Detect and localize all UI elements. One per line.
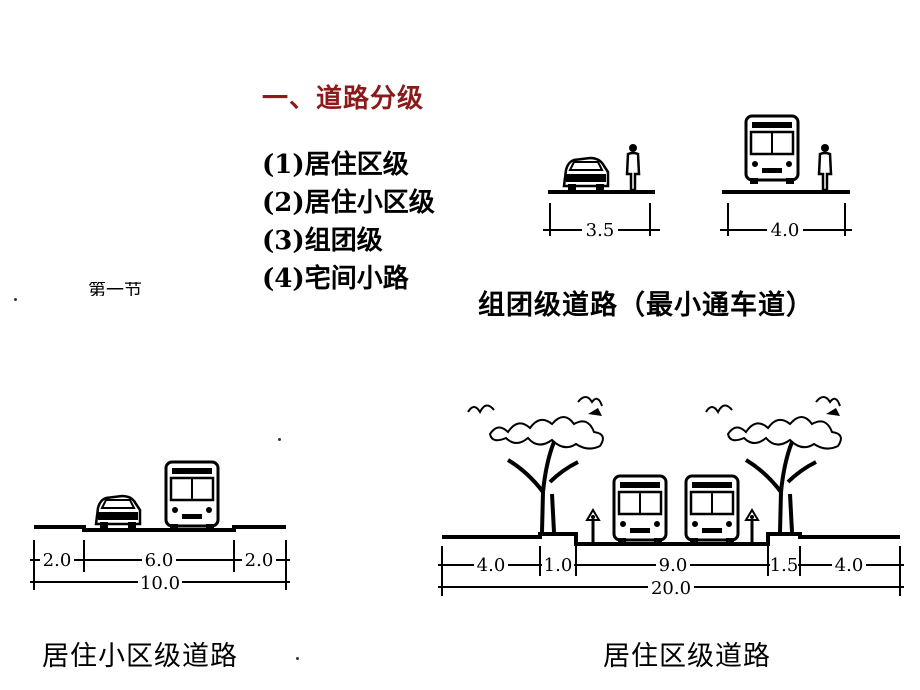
level-item: (2)居住小区级 — [262, 188, 435, 218]
road-level-list: (1)居住区级 (2)居住小区级 (3)组团级 (4)宅间小路 — [262, 146, 435, 298]
level-item: (4)宅间小路 — [262, 264, 409, 294]
dim-label: 1.0 — [544, 555, 573, 576]
group-road-car-section: 3.5 — [543, 142, 660, 241]
dim-label: 2.0 — [43, 550, 72, 571]
dim-label: 4.0 — [477, 555, 506, 576]
hidden-heading-fragment: 第一节 — [88, 282, 142, 296]
small-district-road-caption: 居住小区级道路 — [42, 641, 238, 672]
dim-label: 9.0 — [659, 555, 688, 576]
residential-district-road-caption: 居住区级道路 — [603, 641, 771, 672]
residential-district-road-section: 4.0 1.0 9.0 1.5 4.0 20.0 — [438, 395, 904, 599]
group-road-caption: 组团级道路（最小通车道） — [478, 290, 814, 321]
stray-dot — [296, 657, 299, 660]
dim-label: 2.0 — [245, 550, 274, 571]
dim-label: 4.0 — [771, 220, 800, 241]
dim-label: 3.5 — [586, 220, 615, 241]
dim-label: 20.0 — [651, 578, 691, 599]
dim-label: 10.0 — [140, 573, 180, 594]
section-title: 一、道路分级 — [262, 84, 425, 114]
stray-dot — [14, 298, 17, 301]
level-item: (3)组团级 — [262, 226, 383, 256]
small-district-road-section: 2.0 6.0 2.0 10.0 — [30, 460, 290, 594]
dim-label: 4.0 — [835, 555, 864, 576]
dim-label: 6.0 — [145, 550, 174, 571]
group-road-bus-section: 4.0 — [720, 114, 852, 241]
level-item: (1)居住区级 — [262, 150, 409, 180]
dim-label: 1.5 — [770, 555, 799, 576]
stray-dot — [278, 438, 281, 441]
